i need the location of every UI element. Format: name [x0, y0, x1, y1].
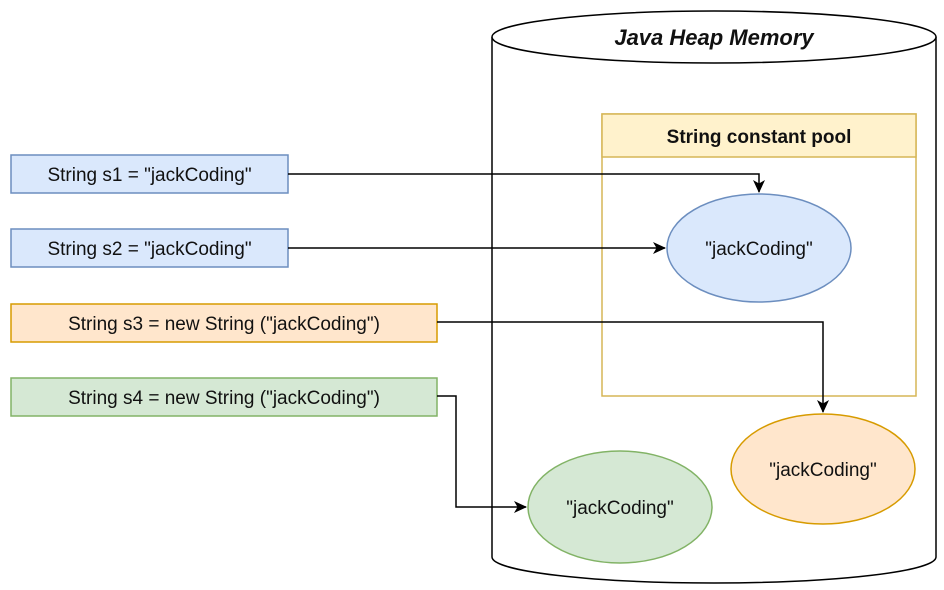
heap-title: Java Heap Memory: [614, 25, 815, 50]
statement-s4-box: [10, 377, 438, 417]
s4-heap-object: "jackCoding": [527, 450, 713, 564]
pool-title: String constant pool: [667, 127, 852, 148]
statement-s3-text: String s3 = new String ("jackCoding"): [68, 314, 380, 335]
pool-literal-object: "jackCoding": [666, 193, 852, 303]
s4-heap-object-text: "jackCoding": [566, 498, 674, 519]
s3-heap-object-ellipse: [730, 413, 916, 525]
statement-s4-text: String s4 = new String ("jackCoding"): [68, 388, 380, 409]
statement-s2: String s2 = "jackCoding": [10, 228, 289, 268]
statement-s2-box: [10, 228, 289, 268]
statement-s1-text: String s1 = "jackCoding": [47, 165, 251, 186]
statement-s4: String s4 = new String ("jackCoding"): [10, 377, 438, 417]
arrow-s4-to-heap-object: [437, 395, 527, 513]
pool-header: [601, 113, 917, 158]
arrow-s1-to-pool-literal: [288, 173, 765, 193]
statement-s3: String s3 = new String ("jackCoding"): [10, 303, 438, 343]
arrow-s3-to-heap-object: [437, 321, 829, 413]
heap-cylinder-top: [491, 10, 937, 64]
statement-s1-box: [10, 154, 289, 194]
s3-heap-object-text: "jackCoding": [769, 460, 877, 481]
s4-heap-object-ellipse: [527, 450, 713, 564]
statement-s1: String s1 = "jackCoding": [10, 154, 289, 194]
pool-literal-ellipse: [666, 193, 852, 303]
s3-heap-object: "jackCoding": [730, 413, 916, 525]
pool-literal-text: "jackCoding": [705, 239, 813, 260]
statement-s3-box: [10, 303, 438, 343]
statement-s2-text: String s2 = "jackCoding": [47, 239, 251, 260]
string-constant-pool: String constant pool: [601, 113, 917, 397]
